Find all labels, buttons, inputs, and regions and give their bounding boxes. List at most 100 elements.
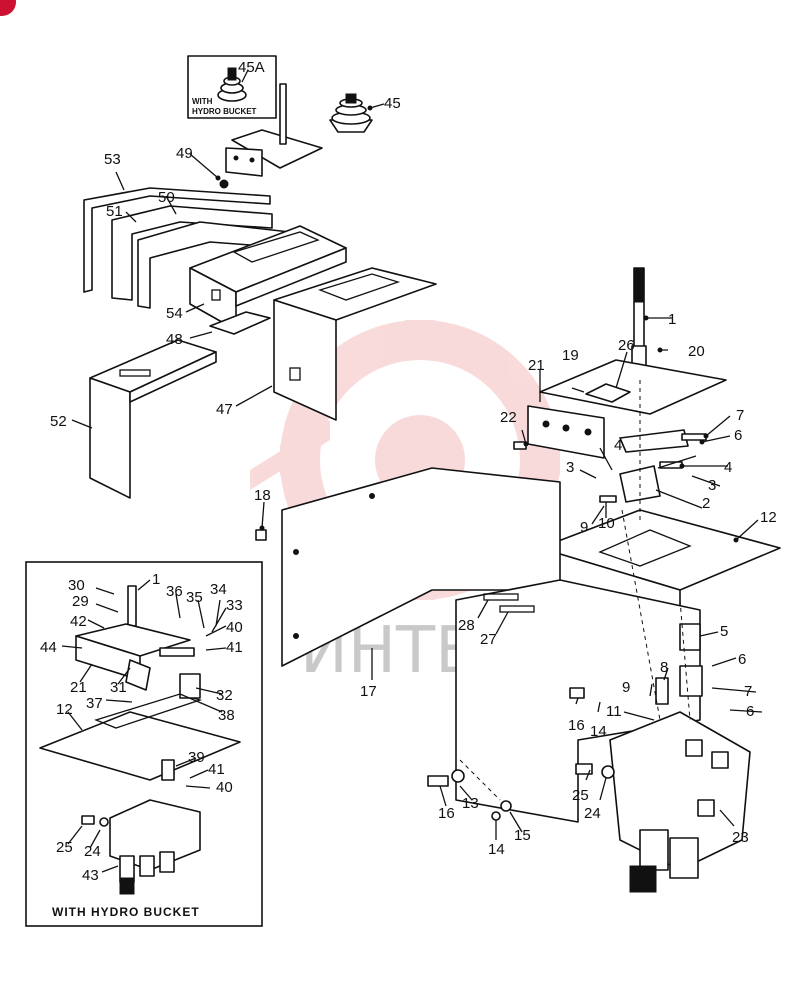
clevis-5 [679,623,701,651]
label-22: 22 [500,409,517,426]
label-27: 27 [480,631,497,648]
label-6: 6 [734,427,742,444]
link-8 [655,677,669,705]
label-4b: 4 [724,459,732,476]
washer-14 [491,811,501,821]
label-10: 10 [598,515,615,532]
label-17: 17 [360,683,377,700]
label-25: 25 [572,787,589,804]
inset-label-36: 36 [166,583,183,600]
slot-28 [483,593,519,601]
label-7: 7 [736,407,744,424]
lever-arm [619,429,689,453]
nut-15 [500,800,512,812]
label-45: 45 [384,95,401,112]
label-15: 15 [514,827,531,844]
plate-19 [539,359,727,415]
label-28: 28 [458,617,475,634]
inset-label-21: 21 [70,679,87,696]
inset-label-37: 37 [86,695,103,712]
label-26: 26 [618,337,635,354]
seal-53 [83,187,271,293]
washer-24 [601,765,615,779]
label-9a: 9 [580,519,588,536]
label-54: 54 [166,305,183,322]
bracket-21 [527,405,605,459]
label-9b: 9 [622,679,630,696]
label-3b: 3 [708,477,716,494]
inset-label-44: 44 [40,639,57,656]
label-11: 11 [606,703,622,720]
label-21: 21 [528,357,545,374]
gasket-48 [209,311,271,335]
inset-label-38: 38 [218,707,235,724]
label-18: 18 [254,487,271,504]
boot-45-drawing [329,93,373,133]
corner-mark [0,0,16,16]
label-16a: 16 [568,717,585,734]
pin-7 [681,433,707,441]
label-2: 2 [702,495,710,512]
inset-label-41b: 41 [208,761,225,778]
label-5: 5 [720,623,728,640]
label-14b: 14 [488,841,505,858]
washer-13 [451,769,465,783]
inset-lever-assembly [75,585,195,691]
label-4a: 4 [614,437,622,454]
panel-51 [111,205,273,301]
label-8: 8 [660,659,668,676]
label-52: 52 [50,413,67,430]
inset-label-31: 31 [110,679,127,696]
inset-label-39: 39 [188,749,205,766]
label-50: 50 [158,189,175,206]
bolt-25 [575,763,593,775]
leader-lines [61,69,763,873]
leader-dots [215,105,739,543]
inset-label-33: 33 [226,597,243,614]
inset-label-25: 25 [56,839,73,856]
pin-10 [599,495,617,503]
inset-label-1: 1 [152,571,160,588]
boot-45a-drawing [217,67,247,102]
label-6b: 6 [738,651,746,668]
label-47: 47 [216,401,233,418]
inset-label-12: 12 [56,701,73,718]
hydro-bucket-inset [25,561,263,927]
label-49: 49 [176,145,193,162]
label-48: 48 [166,331,183,348]
console-54 [189,225,347,331]
clevis-lower [679,665,703,697]
shift-lever-1 [631,267,647,377]
inset-housing [39,673,241,781]
inset-caption: WITH HYDRO BUCKET [52,905,200,919]
inset-label-29: 29 [72,593,89,610]
label-1: 1 [668,311,676,328]
label-14a: 14 [590,723,607,740]
boot-45a-caption-1: WITH [192,97,213,106]
inset-label-24: 24 [84,843,101,860]
label-12: 12 [760,509,777,526]
inset-label-40: 40 [226,619,243,636]
inset-label-34: 34 [210,581,227,598]
inset-label-32: 32 [216,687,233,704]
label-19: 19 [562,347,579,364]
label-53: 53 [104,151,121,168]
inset-clamp-39 [161,759,175,781]
label-51: 51 [106,203,123,220]
label-7b: 7 [744,683,752,700]
inset-label-41: 41 [226,639,243,656]
inset-label-30: 30 [68,577,85,594]
inset-label-43: 43 [82,867,99,884]
lever-plate-top [225,83,323,177]
label-23: 23 [732,829,749,846]
inset-label-35: 35 [186,589,203,606]
control-valve-23 [609,711,751,893]
label-6c: 6 [746,703,754,720]
label-16b: 16 [438,805,455,822]
screw-18 [255,529,267,541]
inset-washer-24 [99,817,109,827]
ball-49 [219,179,229,189]
inset-valve-43 [109,799,201,895]
boot-45a-caption-2: HYDRO BUCKET [192,107,257,116]
label-20: 20 [688,343,705,360]
